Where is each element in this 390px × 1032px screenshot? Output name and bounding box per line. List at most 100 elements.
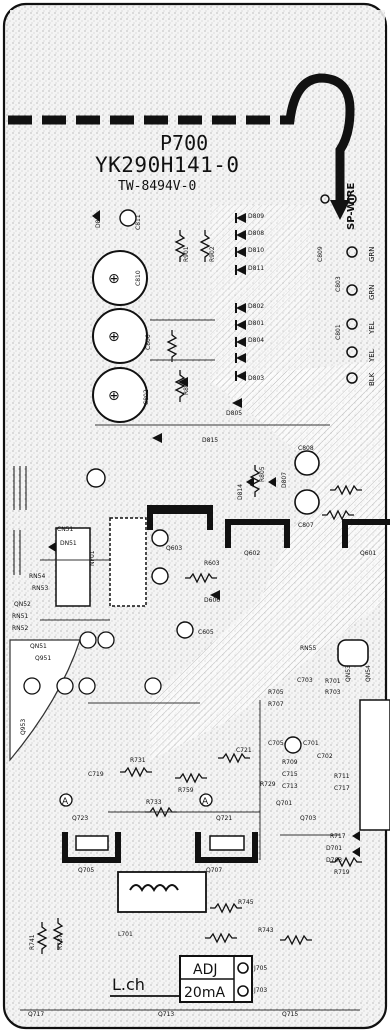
capacitor-c604 <box>151 567 169 585</box>
component-label-c806: C806 <box>145 334 152 350</box>
component-label-q703: Q703 <box>300 815 316 822</box>
heat-pad-left <box>13 466 27 575</box>
component-label-r805: R805 <box>259 466 266 482</box>
ic-ic701 <box>359 699 390 831</box>
component-label-q717: Q717 <box>28 1011 44 1018</box>
component-label-d809: D809 <box>248 213 264 220</box>
wire-pad-list: GRN GRN YEL YEL BLK <box>346 246 376 386</box>
board-model: YK290H141-0 <box>95 153 240 177</box>
component-label-c605: C605 <box>198 629 214 636</box>
sp-wire-pad-1 <box>320 194 330 204</box>
electrolytic-capacitor-c806: ⊕ <box>92 308 148 364</box>
component-label-r901: R901 <box>183 246 190 262</box>
component-label-r603: R603 <box>204 560 220 567</box>
wire-code: BLK <box>368 372 376 386</box>
ground-plane-top <box>10 10 385 125</box>
component-label-c713: C713 <box>282 783 298 790</box>
component-label-dn51: DN51 <box>60 540 77 547</box>
component-label-c703: C703 <box>297 677 313 684</box>
component-label-qn54: QN54 <box>365 665 372 682</box>
component-label-c715: C715 <box>282 771 298 778</box>
component-label-cn51: CN51 <box>57 526 73 533</box>
component-label-d812: D812 <box>95 212 102 228</box>
component-label-rn55: RN55 <box>300 645 316 652</box>
component-label-d814: D814 <box>237 484 244 500</box>
trace-group <box>20 319 360 1011</box>
component-label-c719: C719 <box>88 771 104 778</box>
component-label-q705: Q705 <box>78 867 94 874</box>
component-label-j705: J705 <box>253 965 267 972</box>
component-label-r707: R707 <box>268 701 284 708</box>
capacitor-qn53 <box>337 639 369 667</box>
component-label-qn52: QN52 <box>14 601 31 608</box>
inductor-coil <box>129 884 179 892</box>
component-label-j703: J703 <box>253 987 267 994</box>
component-label-rn52: RN52 <box>12 625 28 632</box>
wire-code: GRN <box>368 246 376 262</box>
transistor-q723 <box>62 832 121 863</box>
component-label-d802: D802 <box>248 303 264 310</box>
component-label-r729: R729 <box>260 781 276 788</box>
channel-label: L.ch <box>112 975 145 994</box>
component-label-r719: R719 <box>334 869 350 876</box>
hatched-region-2 <box>210 205 310 385</box>
component-label-q713: Q713 <box>158 1011 174 1018</box>
route-arrow-head <box>330 200 350 220</box>
component-label-d810: D810 <box>248 247 264 254</box>
component-label-q602: Q602 <box>244 550 260 557</box>
sp-wire-pad-2 <box>347 194 357 204</box>
wire-pad <box>346 372 358 384</box>
svg-text:A: A <box>202 797 209 807</box>
svg-text:⊕: ⊕ <box>108 388 120 404</box>
component-label-c807: C807 <box>298 522 314 529</box>
transistor-q602 <box>225 519 290 548</box>
component-label-q723: Q723 <box>72 815 88 822</box>
diode-column <box>48 210 360 857</box>
component-label-r759: R759 <box>178 787 194 794</box>
component-label-r703: R703 <box>325 689 341 696</box>
component-label-qn53: QN53 <box>345 665 352 682</box>
wire-code: YEL <box>368 349 376 363</box>
transistor-q603 <box>147 505 213 530</box>
component-label-rn54: RN54 <box>29 573 45 580</box>
capacitor-c811 <box>119 209 137 227</box>
component-label-d807: D807 <box>281 472 288 488</box>
marker-a-left: A <box>59 793 73 807</box>
component-label-q951: Q951 <box>35 655 51 662</box>
transistor-q601 <box>342 519 390 548</box>
component-label-q701: Q701 <box>276 800 292 807</box>
component-label-c717: C717 <box>334 785 350 792</box>
component-label-r737: R737 <box>57 934 64 950</box>
adj-label: ADJ <box>193 962 218 978</box>
component-label-c801: C801 <box>335 324 342 340</box>
component-label-q953: Q953 <box>20 719 27 735</box>
board-title: P700 <box>160 131 208 155</box>
component-label-d815: D815 <box>202 437 218 444</box>
component-label-r745: R745 <box>238 899 254 906</box>
transistor-q721 <box>195 832 258 863</box>
board-subtitle: TW-8494V-0 <box>118 179 196 194</box>
component-label-d808: D808 <box>248 230 264 237</box>
component-label-r731: R731 <box>130 757 146 764</box>
component-label-r711: R711 <box>334 773 350 780</box>
wire-pad <box>346 346 358 358</box>
component-label-r705: R705 <box>268 689 284 696</box>
sp-wire-label: SP-WIRE <box>346 182 357 230</box>
component-label-r701: R701 <box>325 678 341 685</box>
component-label-c701: C701 <box>303 740 319 747</box>
adj-pad-bottom <box>237 985 249 997</box>
component-label-d801: D801 <box>248 320 264 327</box>
capacitor-c807 <box>294 489 320 515</box>
component-label-q715: Q715 <box>282 1011 298 1018</box>
component-label-q721: Q721 <box>216 815 232 822</box>
component-label-c705: C705 <box>268 740 284 747</box>
component-label-c808: C808 <box>298 445 314 452</box>
component-label-c809: C809 <box>317 246 324 262</box>
component-label-d703: D703 <box>326 857 342 864</box>
wire-code: GRN <box>368 284 376 300</box>
component-label-c702: C702 <box>317 753 333 760</box>
inductor-l701 <box>117 871 207 913</box>
wire-pad <box>346 246 358 258</box>
